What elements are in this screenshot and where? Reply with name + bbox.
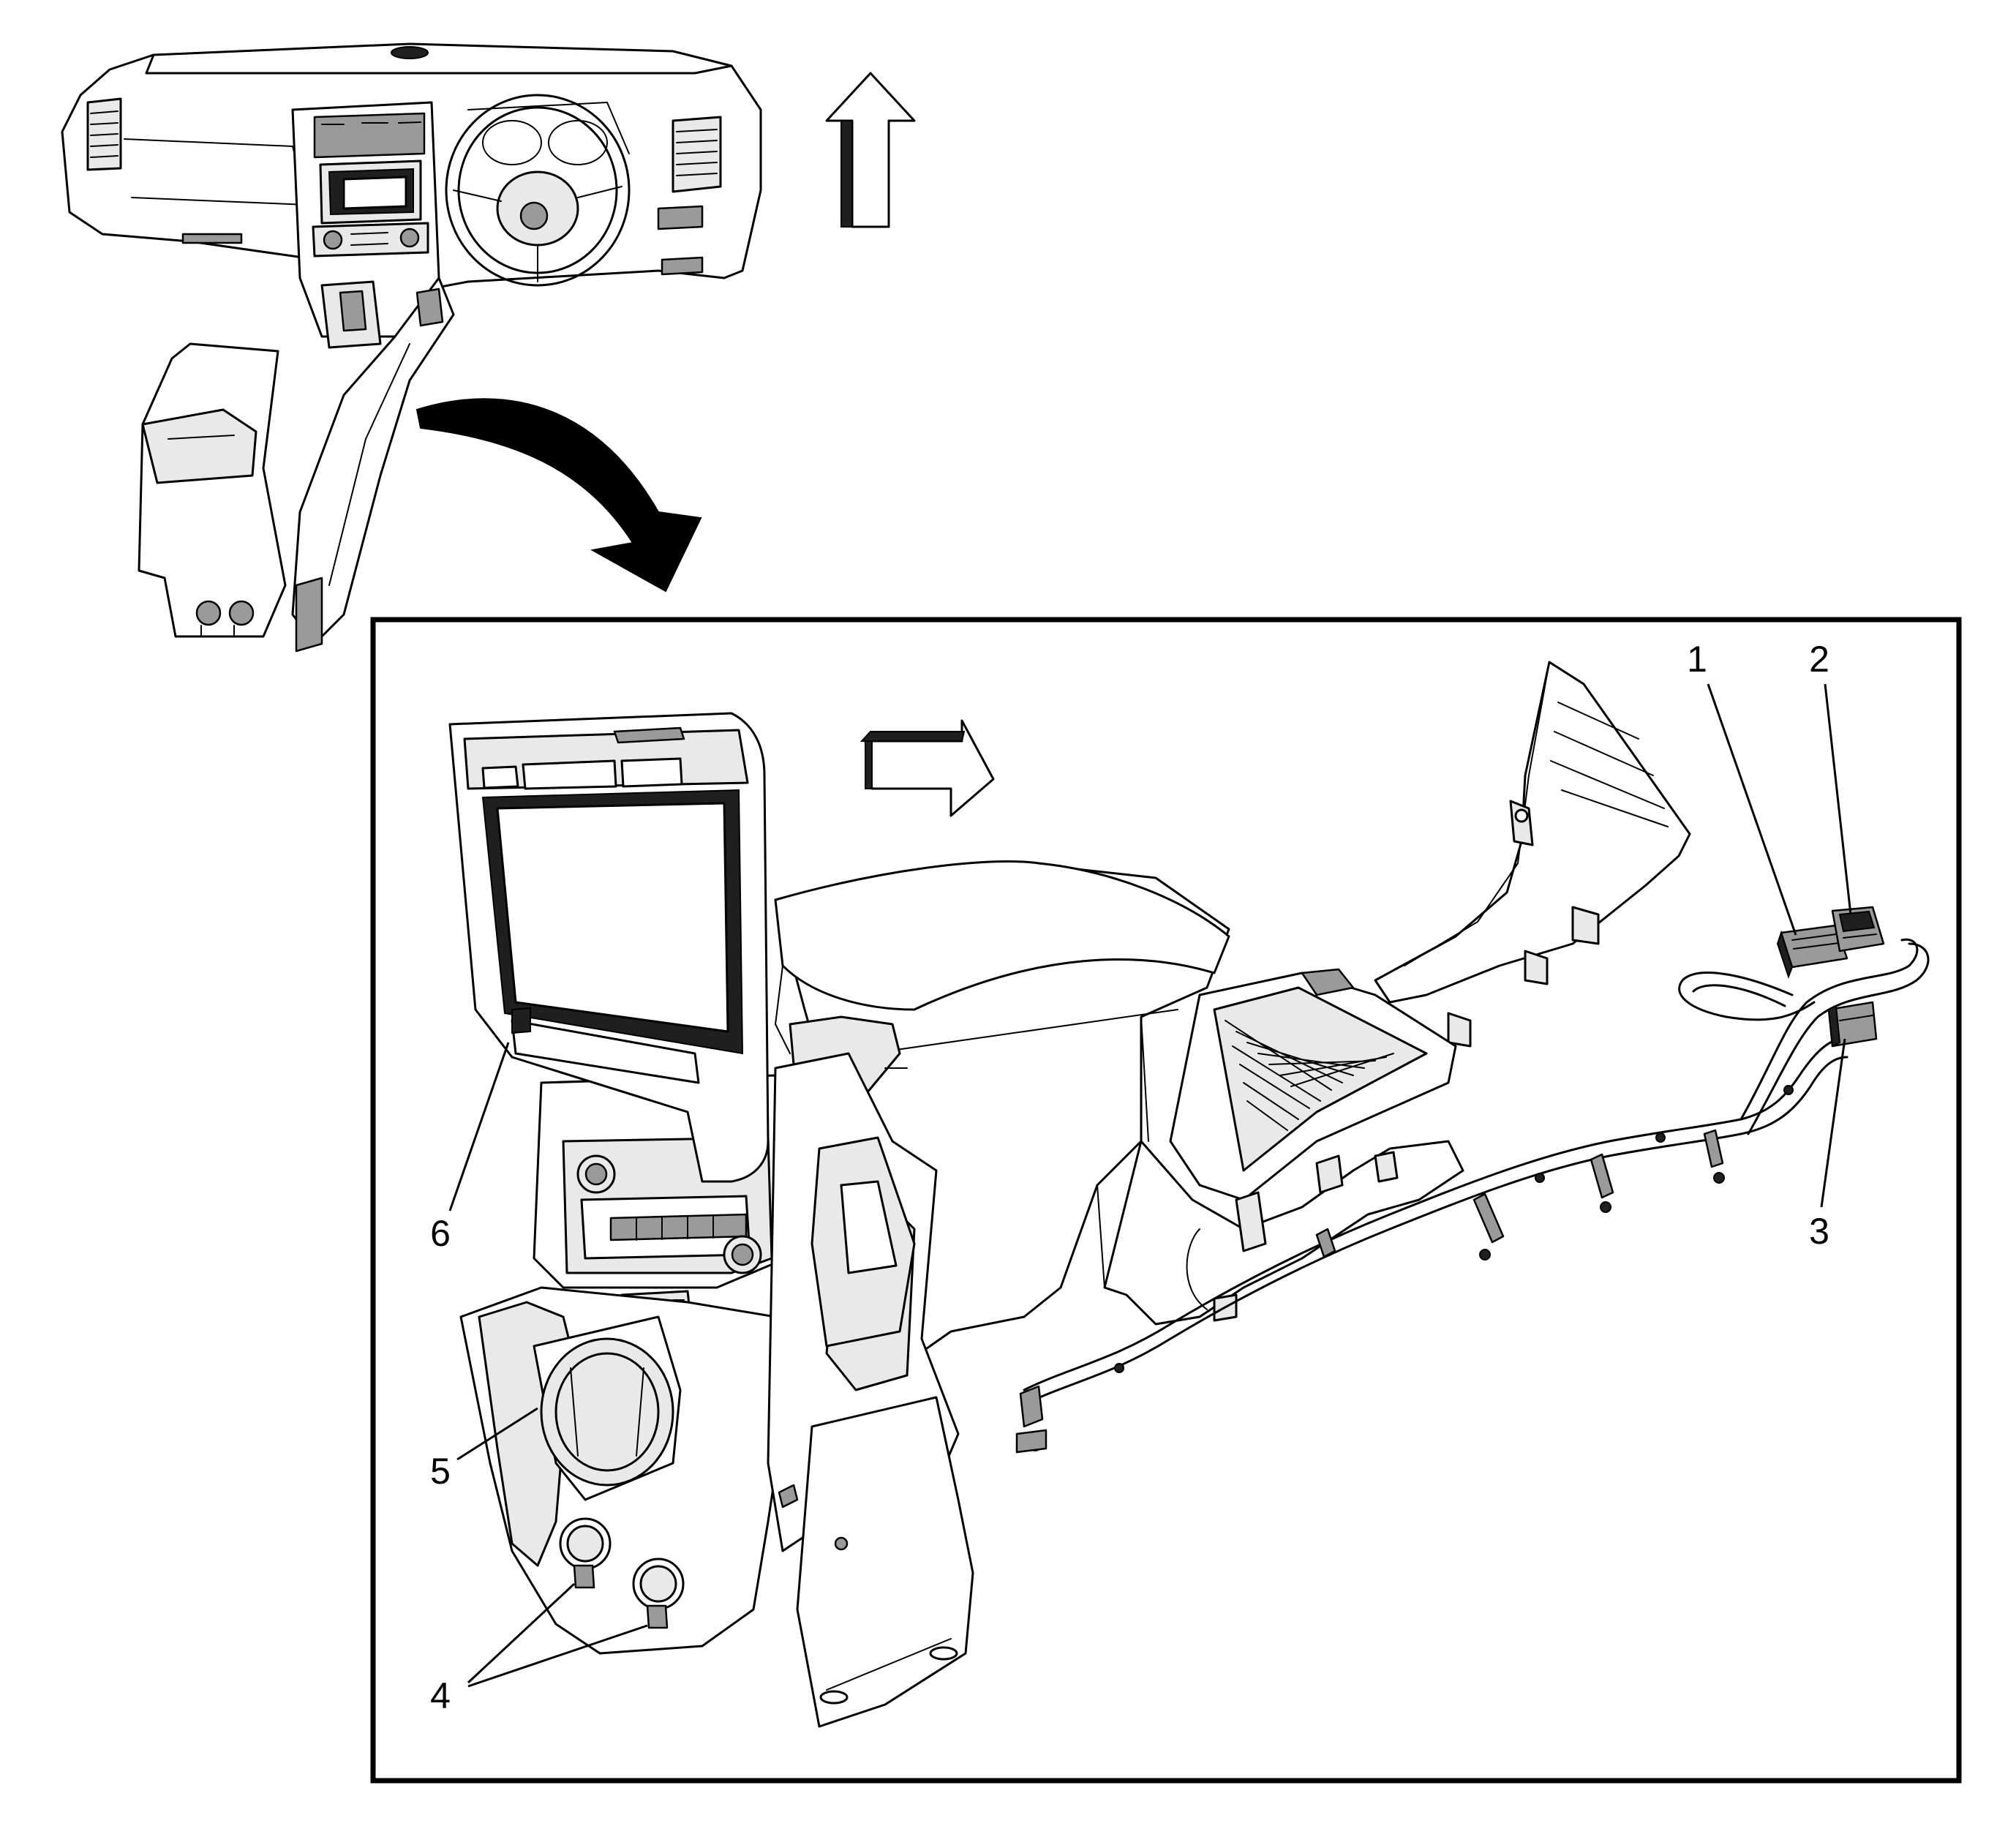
callout-4: 4: [430, 1582, 648, 1716]
harness-connector-2: [1831, 906, 1885, 953]
leader-line-6: [448, 1042, 510, 1211]
leader-line-1: [1707, 683, 1797, 936]
callout-1: 1: [1687, 639, 1797, 936]
dashboard-overview: [61, 42, 762, 653]
forward-direction-arrow-icon: [825, 72, 916, 228]
leader-line-5: [456, 1407, 538, 1461]
leader-line-4a: [467, 1582, 576, 1684]
harness-connector-1: [1776, 924, 1848, 979]
callout-label-2: 2: [1809, 639, 1829, 680]
callout-label-4: 4: [430, 1675, 451, 1716]
callout-3: 3: [1809, 1038, 1846, 1252]
callout-label-5: 5: [430, 1451, 451, 1492]
leader-line-2: [1824, 683, 1852, 915]
callout-label-6: 6: [430, 1213, 451, 1254]
callout-label-1: 1: [1687, 639, 1707, 680]
callout-2: 2: [1809, 639, 1852, 915]
leader-line-3: [1820, 1038, 1846, 1208]
curved-detail-arrow-icon: [415, 398, 702, 593]
forward-direction-arrow-icon: [860, 719, 995, 817]
callout-label-3: 3: [1809, 1211, 1829, 1252]
floor-console-assembly: [448, 661, 1930, 1728]
callout-6: 6: [430, 1042, 510, 1254]
callout-5: 5: [430, 1407, 538, 1492]
leader-line-4b: [467, 1624, 648, 1688]
harness-connector-3: [1827, 1001, 1878, 1048]
detail-frame: [370, 617, 1962, 1784]
